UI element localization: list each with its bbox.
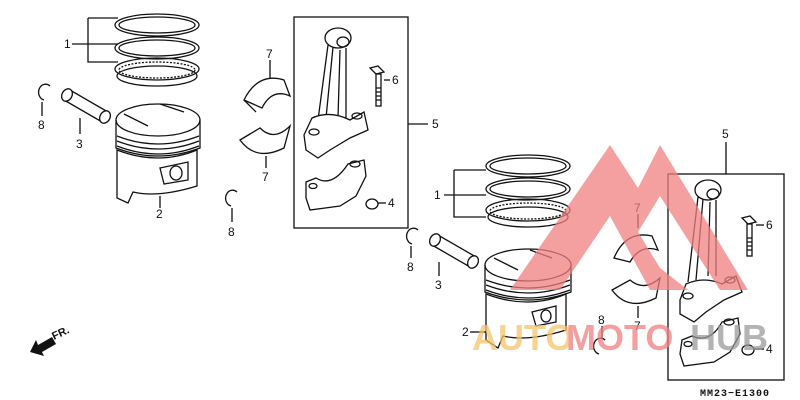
conrod-cap-icon <box>679 317 741 367</box>
conrod-cap-icon <box>305 159 367 211</box>
drawing-code: MM23−E1300 <box>700 389 770 400</box>
piston-rings-icon <box>485 154 571 228</box>
connecting-rod-icon <box>303 27 369 159</box>
label-3: 3 <box>435 278 442 292</box>
conrod-bolt-icon <box>368 65 386 107</box>
label-8b: 8 <box>598 313 605 327</box>
left-piston-group: 1 2 3 8 8 <box>37 13 439 239</box>
callout-line-1 <box>444 169 486 218</box>
label-2: 2 <box>156 207 163 221</box>
label-8a: 8 <box>407 260 414 274</box>
label-5: 5 <box>722 127 729 141</box>
watermark-auto: AUTO <box>472 317 573 358</box>
piston-pin-icon <box>428 233 480 269</box>
piston-pin-icon <box>60 88 112 124</box>
conrod-bolt-icon <box>740 215 758 257</box>
arrow-down-left-icon <box>30 337 56 356</box>
label-8b: 8 <box>228 225 235 239</box>
label-7b: 7 <box>262 170 269 184</box>
fr-label: FR. <box>50 324 71 342</box>
piston-icon <box>115 103 201 204</box>
callout-line-1 <box>72 17 118 63</box>
clip-icon <box>224 189 238 207</box>
front-direction-indicator: FR. <box>30 324 71 356</box>
label-7b: 7 <box>634 319 641 333</box>
label-4: 4 <box>388 196 395 210</box>
watermark: AUTO MOTO HUB <box>472 145 768 358</box>
label-4: 4 <box>766 342 773 356</box>
watermark-hub: HUB <box>690 317 768 358</box>
conrod-nut-icon <box>365 198 379 210</box>
clip-icon <box>37 83 51 101</box>
bearing-upper-icon <box>244 77 292 112</box>
conrod-nut-icon <box>741 344 755 356</box>
label-5: 5 <box>432 117 439 131</box>
label-3: 3 <box>76 137 83 151</box>
automotohub-logo-icon <box>510 145 748 290</box>
clip-icon <box>405 227 419 245</box>
label-6: 6 <box>766 218 773 232</box>
watermark-moto: MOTO <box>566 317 673 358</box>
label-8a: 8 <box>38 118 45 132</box>
label-2: 2 <box>462 325 469 339</box>
conrod-assembly-box <box>293 16 409 229</box>
label-1: 1 <box>434 188 441 202</box>
label-7a: 7 <box>266 47 273 61</box>
label-1: 1 <box>64 37 71 51</box>
piston-rings-icon <box>114 13 200 87</box>
bearing-lower-icon <box>239 123 292 155</box>
label-6: 6 <box>392 73 399 87</box>
clip-icon <box>592 337 606 355</box>
